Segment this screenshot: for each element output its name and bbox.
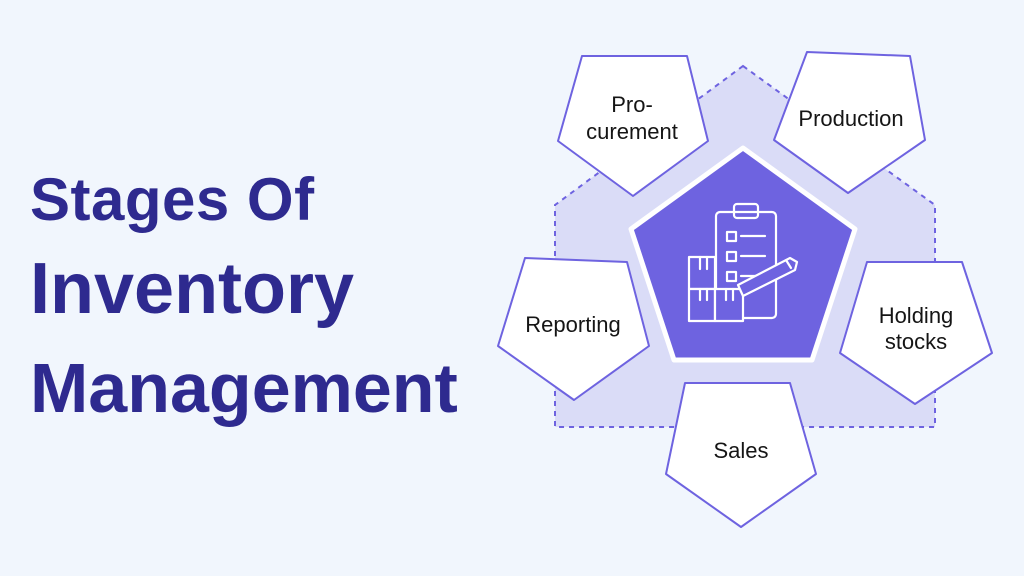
stage-label-sales: Sales bbox=[713, 438, 768, 463]
title-line-3: Management bbox=[30, 349, 458, 427]
stage-label-procurement-2: curement bbox=[586, 119, 678, 144]
inventory-clipboard-boxes-icon bbox=[687, 202, 799, 323]
stage-label-procurement-1: Pro- bbox=[611, 92, 653, 117]
stage-node-holding-stocks: Holding stocks bbox=[839, 261, 993, 405]
stage-node-sales: Sales bbox=[665, 382, 817, 528]
stage-label-holding-stocks-1: Holding bbox=[879, 303, 954, 328]
stage-label-holding-stocks-2: stocks bbox=[885, 329, 947, 354]
title-line-1: Stages Of bbox=[30, 166, 315, 233]
title-line-2: Inventory bbox=[30, 249, 355, 329]
stage-node-procurement: Pro- curement bbox=[557, 55, 709, 197]
stage-node-production: Production bbox=[773, 51, 926, 194]
stage-label-reporting: Reporting bbox=[525, 312, 620, 337]
stage-node-reporting: Reporting bbox=[497, 257, 650, 401]
stage-label-production: Production bbox=[798, 106, 903, 131]
center-pentagon bbox=[628, 145, 858, 363]
